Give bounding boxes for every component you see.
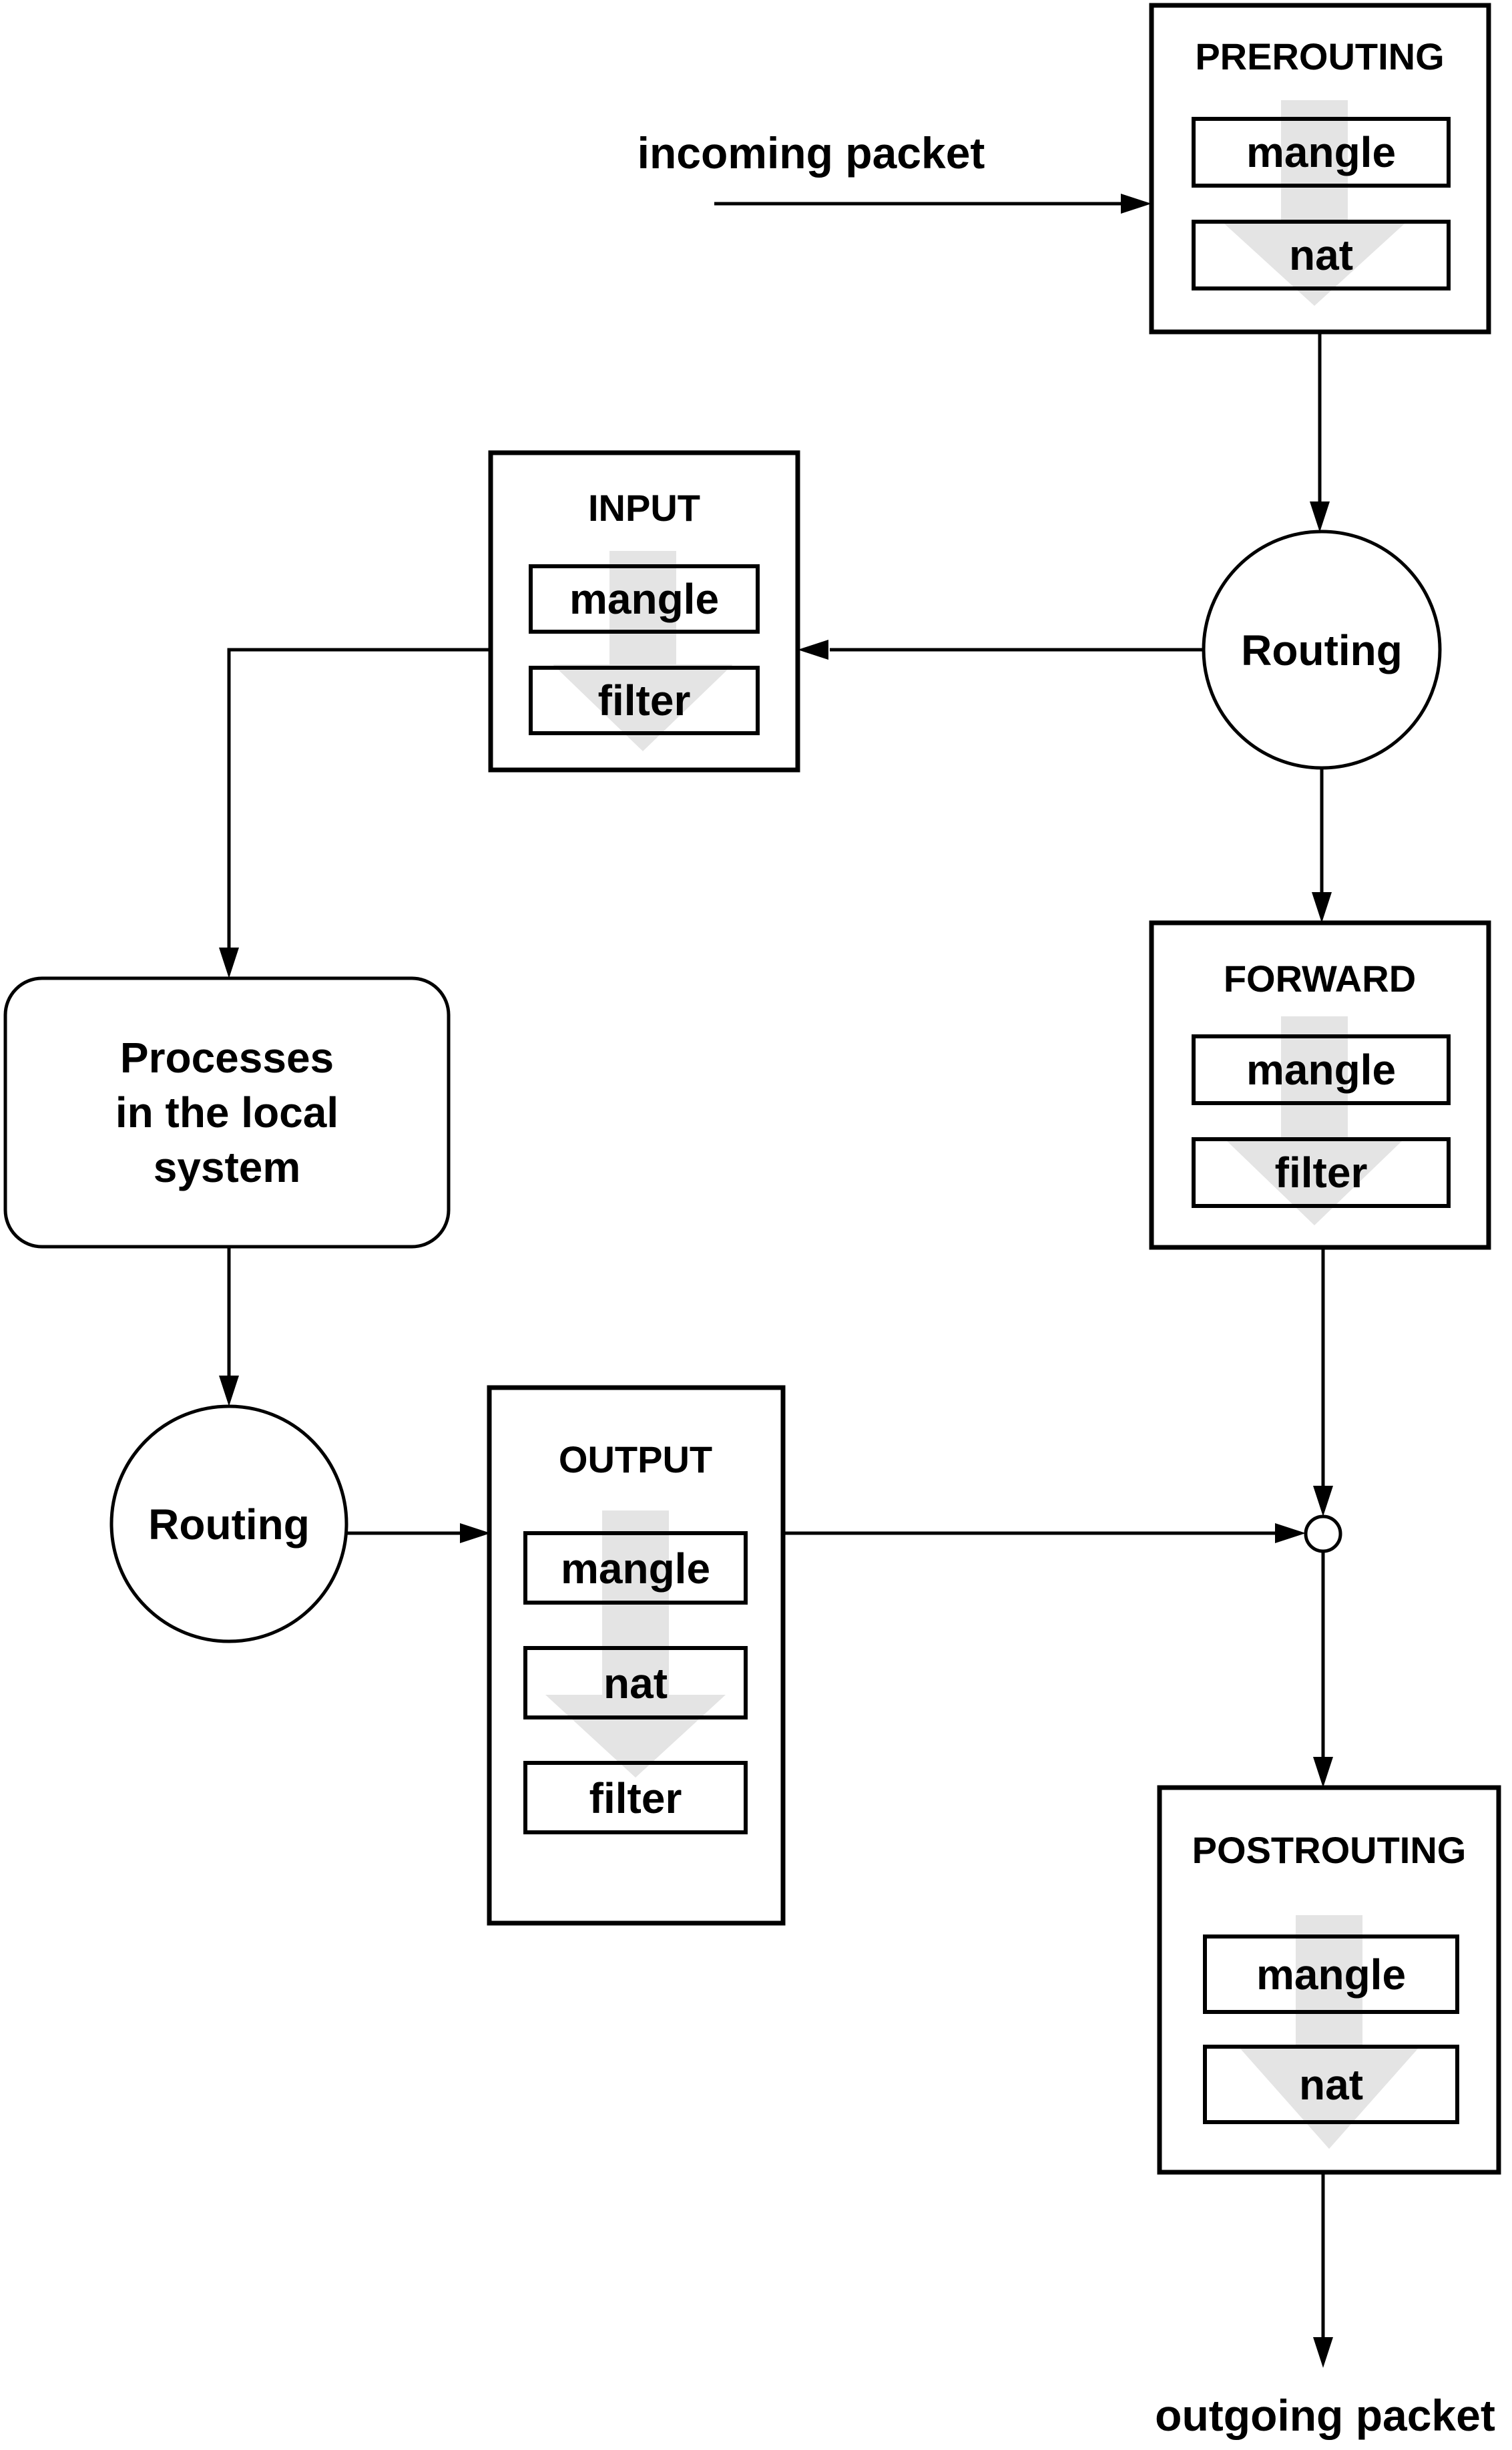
table-box-mangle <box>529 564 760 634</box>
arrowhead-down-icon <box>1313 2337 1333 2368</box>
merge-junction-node <box>1304 1514 1342 1553</box>
connector-routing-bottom-to-output <box>346 1523 491 1543</box>
local-processes-node: Processes in the local system <box>3 976 451 1249</box>
chain-title: FORWARD <box>1224 958 1416 1000</box>
chain-title: OUTPUT <box>559 1438 712 1480</box>
table-label: mangle <box>1246 1046 1396 1094</box>
table-box-filter <box>529 666 760 735</box>
table-label: mangle <box>1246 128 1396 176</box>
table-label: filter <box>598 676 691 725</box>
flow-direction-arrow-icon <box>553 551 733 751</box>
flow-direction-arrow-icon <box>1224 1016 1405 1225</box>
arrowhead-down-icon <box>219 1376 239 1406</box>
table-label: nat <box>603 1659 668 1707</box>
table-box-nat <box>1203 2045 1459 2124</box>
arrowhead-down-icon <box>1313 1757 1333 1788</box>
table-box-mangle <box>1192 117 1451 188</box>
arrowhead-right-icon <box>460 1523 491 1543</box>
arrowhead-down-icon <box>1310 501 1330 532</box>
processes-box <box>3 976 451 1249</box>
routing-label: Routing <box>148 1500 310 1549</box>
routing-circle <box>1202 530 1442 770</box>
connector-junction-to-postrouting <box>1313 1551 1333 1788</box>
connector-input-to-processes <box>219 648 491 978</box>
processes-line: in the local <box>115 1088 338 1137</box>
connector-forward-to-junction <box>1313 1247 1333 1516</box>
table-box-nat <box>1192 220 1451 290</box>
chain-title: PREROUTING <box>1195 35 1444 77</box>
routing-label: Routing <box>1241 626 1403 674</box>
table-label: nat <box>1299 2061 1363 2109</box>
arrowhead-left-icon <box>798 640 828 660</box>
table-label: mangle <box>561 1545 710 1593</box>
table-box-filter <box>523 1761 748 1834</box>
flow-direction-arrow-icon <box>1224 100 1405 306</box>
table-label: mangle <box>569 575 719 623</box>
routing-circle <box>109 1404 348 1643</box>
table-box-mangle <box>523 1531 748 1605</box>
table-box-filter <box>1192 1137 1451 1208</box>
chain-output: OUTPUT mangle nat filter <box>487 1385 786 1926</box>
table-label: mangle <box>1256 1951 1406 1999</box>
table-label: nat <box>1289 231 1353 279</box>
connector-routing-top-to-input <box>798 640 1204 660</box>
table-box-mangle <box>1203 1934 1459 2014</box>
connector-incoming-to-prerouting <box>714 194 1152 214</box>
processes-line: system <box>154 1143 301 1191</box>
table-box-mangle <box>1192 1034 1451 1105</box>
arrowhead-down-icon <box>1312 892 1332 923</box>
connector-output-to-junction <box>783 1523 1306 1543</box>
junction-circle <box>1304 1514 1342 1553</box>
table-label: filter <box>1275 1149 1368 1197</box>
arrowhead-right-icon <box>1275 1523 1306 1543</box>
flow-direction-arrow-icon <box>545 1510 726 1778</box>
connector-prerouting-to-routing-top <box>1310 332 1330 532</box>
arrowhead-down-icon <box>1313 1486 1333 1516</box>
routing-node-top: Routing <box>1202 530 1442 770</box>
outgoing-packet-label: outgoing packet <box>1155 2391 1495 2440</box>
arrowhead-right-icon <box>1121 194 1152 214</box>
chain-forward: FORWARD mangle filter <box>1149 920 1491 1250</box>
connector-routing-top-to-forward <box>1312 768 1332 923</box>
connector-postrouting-to-outgoing <box>1313 2172 1333 2368</box>
table-box-nat <box>523 1646 748 1719</box>
incoming-packet-label: incoming packet <box>638 128 985 178</box>
chain-input: INPUT mangle filter <box>488 450 800 773</box>
flow-direction-arrow-icon <box>1240 1915 1418 2149</box>
chain-title: POSTROUTING <box>1192 1829 1467 1871</box>
routing-node-bottom: Routing <box>109 1404 348 1643</box>
connector-processes-to-routing-bottom <box>219 1247 239 1406</box>
chain-prerouting: PREROUTING mangle nat <box>1149 3 1491 335</box>
chain-title: INPUT <box>588 487 700 529</box>
processes-line: Processes <box>120 1034 334 1082</box>
chain-postrouting: POSTROUTING mangle nat <box>1157 1785 1501 2175</box>
table-label: filter <box>589 1774 682 1822</box>
arrowhead-down-icon <box>219 948 239 978</box>
